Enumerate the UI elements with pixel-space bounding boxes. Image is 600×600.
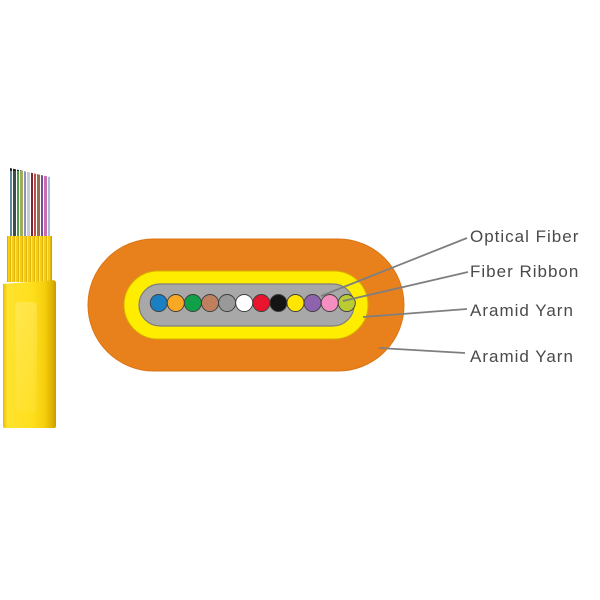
fiber-strand-5 bbox=[23, 168, 27, 237]
fiber-strand-9 bbox=[37, 168, 40, 237]
fiber-strand-3 bbox=[16, 168, 20, 237]
fiber-dot-slate bbox=[218, 294, 237, 312]
label-aramid-yarn-inner: Aramid Yarn bbox=[470, 301, 574, 320]
fiber-strand-7 bbox=[30, 168, 33, 237]
fiber-dot-blue bbox=[149, 294, 168, 312]
fiber-strand-1 bbox=[10, 168, 13, 237]
yellow-cable-jacket bbox=[3, 280, 56, 428]
fiber-dot-white bbox=[235, 294, 254, 312]
leader-line-aramid-yarn-outer bbox=[378, 347, 466, 354]
stripped-ribbon-section bbox=[7, 236, 52, 282]
fiber-dot-violet bbox=[303, 294, 322, 312]
jacket-highlight bbox=[15, 302, 37, 412]
fiber-strand-12 bbox=[47, 168, 50, 237]
fiber-dot-red bbox=[252, 294, 271, 312]
fiber-strand-11 bbox=[44, 168, 47, 237]
fiber-dot-row bbox=[149, 294, 356, 312]
fiber-strand-4 bbox=[20, 168, 23, 237]
leader-line-fiber-ribbon bbox=[342, 271, 469, 302]
cable-3d-illustration bbox=[0, 0, 70, 600]
fiber-strand-8 bbox=[33, 168, 37, 237]
fiber-dot-orange bbox=[166, 294, 185, 312]
label-optical-fiber: Optical Fiber bbox=[470, 227, 580, 246]
fiber-dot-black bbox=[269, 294, 288, 312]
leader-line-optical-fiber bbox=[320, 237, 468, 297]
leader-line-aramid-yarn-inner bbox=[362, 308, 468, 318]
fiber-dot-yellow bbox=[286, 294, 305, 312]
fiber-dot-green bbox=[183, 294, 202, 312]
fiber-dot-brown bbox=[201, 294, 219, 312]
fiber-strand-6 bbox=[27, 168, 30, 237]
label-aramid-yarn-outer: Aramid Yarn bbox=[470, 347, 574, 366]
fiber-dot-rose bbox=[320, 294, 339, 312]
exposed-fiber-strands bbox=[10, 168, 50, 237]
label-fiber-ribbon: Fiber Ribbon bbox=[470, 262, 580, 281]
fiber-strand-2 bbox=[13, 168, 16, 237]
fiber-strand-10 bbox=[40, 168, 44, 237]
fiber-dot-aqua bbox=[337, 294, 356, 312]
